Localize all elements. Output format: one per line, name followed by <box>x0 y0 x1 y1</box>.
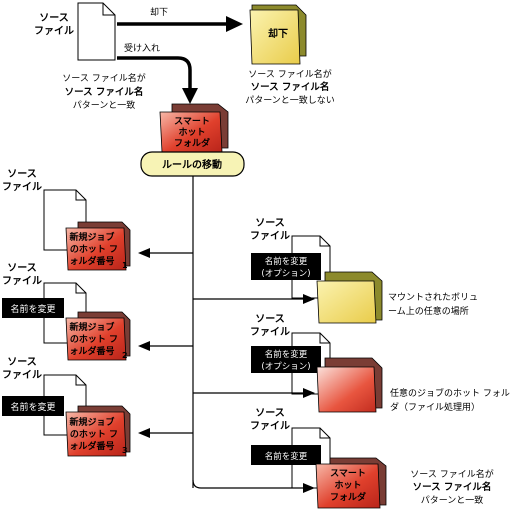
left1-folder-3: ォルダ番号 <box>69 255 114 267</box>
right3-rename-1: 名前を変更 <box>265 451 308 462</box>
left3-rename-label: 名前を変更 <box>10 401 55 413</box>
right1-rename-1: 名前を変更 <box>265 256 308 267</box>
left2-folder-2: のホット フ <box>70 334 118 345</box>
smart-folder-label-2: ホット <box>178 127 205 138</box>
smart-folder-label-1: スマート <box>174 116 210 127</box>
match-note-3: パターンと一致 <box>73 99 136 111</box>
reject-label: 却下 <box>150 7 168 18</box>
left2-hot-folder-icon <box>65 311 131 361</box>
right3-source-2: ファイル <box>250 420 290 432</box>
left2-rename-badge <box>2 298 64 318</box>
reject-folder-icon <box>249 4 307 65</box>
right2-rename-badge <box>251 346 321 373</box>
right1-arrow-head <box>303 294 315 304</box>
left1-source-1: ソース <box>7 168 37 180</box>
left2-folder-num: 2 <box>122 351 128 360</box>
right3-smart-1: スマート <box>330 468 366 479</box>
right2-source-1: ソース <box>255 313 285 325</box>
right2-hot-folder-icon <box>316 357 383 413</box>
rule-box-label: ルールの移動 <box>162 158 222 171</box>
top-source-file-icon <box>77 2 116 61</box>
left1-hot-folder-icon <box>65 221 131 271</box>
nomatch-note-1: ソース ファイル名が <box>248 68 331 80</box>
right1-rename-badge <box>251 253 321 280</box>
smart-hot-folder-icon <box>159 103 229 153</box>
match-note-1: ソース ファイル名が <box>62 72 145 84</box>
right2-source-2: ファイル <box>250 326 290 338</box>
nomatch-note-3: パターンと一致しない <box>245 94 335 106</box>
right1-desc-2: ーム上の任意の場所 <box>388 305 469 317</box>
left3-folder-num: 3 <box>122 446 128 455</box>
left2-source-1: ソース <box>7 262 37 274</box>
left3-rename-badge <box>2 396 64 416</box>
left1-source-2: ファイル <box>2 181 42 193</box>
left3-folder-1: 新規ジョブ <box>69 416 114 428</box>
right2-arrow-head <box>303 388 315 398</box>
left2-folder-1: 新規ジョブ <box>69 321 114 333</box>
right3-source-1: ソース <box>255 407 285 419</box>
left3-arrow-head <box>138 428 150 438</box>
right3-smart-folder-icon <box>315 457 387 509</box>
right2-desc-1: 任意のジョブのホット フォル <box>390 387 510 399</box>
right3-smart-2: ホット <box>334 480 361 491</box>
right1-rename-2: (オプション) <box>261 269 310 279</box>
left3-folder-3: ォルダ番号 <box>69 440 114 452</box>
right3-rename-badge <box>251 445 321 465</box>
right2-rename-2: (オプション) <box>261 362 310 372</box>
right3-desc-1: ソース ファイル名が <box>410 468 493 480</box>
reject-folder-label: 却下 <box>268 27 288 40</box>
left3-source-1: ソース <box>7 356 37 368</box>
left2-arrow-head <box>138 341 150 351</box>
left1-folder-1: 新規ジョブ <box>69 231 114 243</box>
top-source-label-2: ファイル <box>34 25 74 37</box>
left2-folder-3: ォルダ番号 <box>69 345 114 357</box>
accept-label: 受け入れ <box>124 42 160 54</box>
right1-source-1: ソース <box>255 217 285 229</box>
right1-folder-icon <box>316 271 383 324</box>
reject-arrow-head <box>226 16 243 32</box>
right1-desc-1: マウントされたボリュ <box>388 292 478 303</box>
left1-folder-num: 1 <box>122 261 128 270</box>
left2-source-2: ファイル <box>2 275 42 287</box>
accept-arrow-line <box>117 56 192 90</box>
left1-arrow-head <box>138 248 150 258</box>
smart-folder-label-3: フォルダ <box>174 137 210 149</box>
match-note-2: ソース ファイル名 <box>65 86 144 98</box>
right3-desc-3: パターンと一致 <box>421 494 484 506</box>
right3-arrow-head <box>303 483 315 493</box>
left3-hot-folder-icon <box>65 405 131 457</box>
accept-arrow-head <box>182 88 198 104</box>
right3-branch-line <box>192 479 303 489</box>
left3-source-2: ファイル <box>2 369 42 381</box>
nomatch-note-2: ソース ファイル名 <box>251 81 330 93</box>
left1-folder-2: のホット フ <box>70 244 118 255</box>
right3-smart-3: フォルダ <box>330 491 366 503</box>
top-source-label-1: ソース <box>39 12 69 24</box>
left3-folder-2: のホット フ <box>70 429 118 440</box>
right3-desc-2: ソース ファイル名 <box>413 481 492 493</box>
right2-rename-1: 名前を変更 <box>265 349 308 360</box>
right1-source-2: ファイル <box>250 230 290 242</box>
left2-rename-label: 名前を変更 <box>10 303 55 315</box>
right2-desc-2: ダ（ファイル処理用） <box>390 401 480 413</box>
